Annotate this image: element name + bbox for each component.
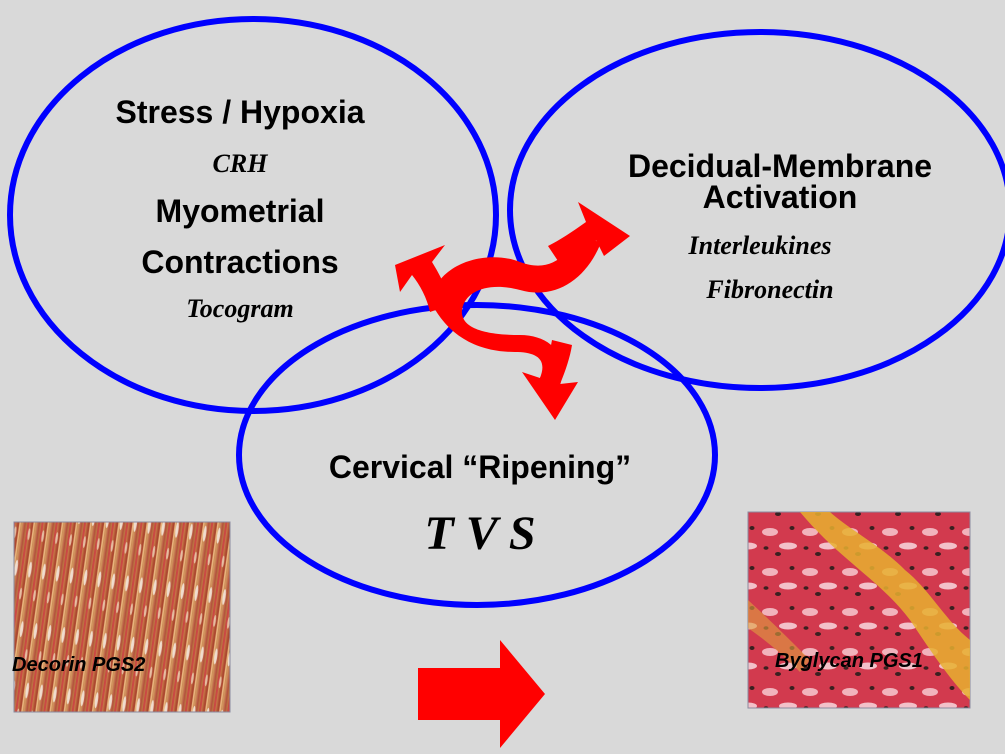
myometrial-label: Myometrial [60,192,420,230]
stress-hypoxia-title: Stress / Hypoxia [60,93,420,131]
decorin-caption: Decorin PGS2 [12,654,145,677]
cervical-ripening-title: Cervical “Ripening” [270,448,690,486]
activation-label: Activation [570,178,990,216]
decorin-histology-image [14,522,230,712]
fibronectin-marker: Fibronectin [570,274,970,306]
byglycan-caption: Byglycan PGS1 [775,650,923,673]
right-arrow-icon [418,640,545,748]
byglycan-histology-image [748,512,970,708]
tocogram-marker: Tocogram [60,293,420,325]
interleukines-marker: Interleukines [560,230,960,262]
contractions-label: Contractions [60,243,420,281]
tvs-marker: T V S [300,506,660,562]
crh-marker: CRH [60,148,420,180]
